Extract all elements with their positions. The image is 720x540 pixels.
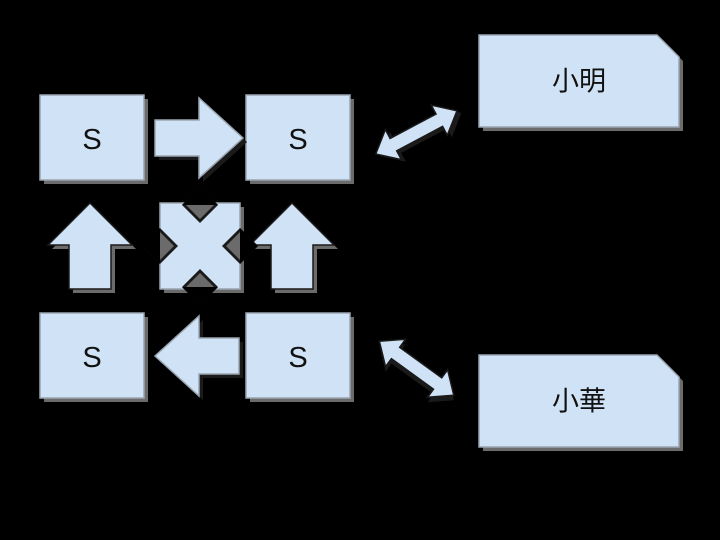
arrow-right-icon[interactable]	[154, 96, 247, 182]
four-way-carve-bottom	[182, 287, 218, 305]
state-box-body	[39, 312, 145, 399]
state-box-label: S	[288, 342, 307, 374]
arrow-body	[153, 314, 240, 398]
arrow-up-right-icon[interactable]	[248, 201, 338, 293]
note-card-xiaoming[interactable]: 小明	[478, 34, 683, 131]
state-box-bottom-left[interactable]: S	[39, 312, 148, 402]
state-box-top-right[interactable]: S	[245, 94, 354, 184]
state-box-bottom-right[interactable]: S	[245, 312, 354, 402]
state-box-body	[39, 94, 145, 181]
four-way-carve-top	[182, 187, 218, 205]
double-arrow-body	[374, 104, 458, 161]
double-arrow-body	[378, 338, 455, 399]
note-card-label: 小明	[552, 67, 606, 98]
state-box-body	[245, 312, 351, 399]
state-box-top-left[interactable]: S	[39, 94, 148, 184]
state-box-label: S	[82, 124, 101, 156]
state-box-label: S	[82, 342, 101, 374]
arrow-left-icon[interactable]	[153, 314, 243, 400]
arrow-body	[154, 96, 245, 180]
four-way-carve-right	[240, 228, 258, 264]
note-card-label: 小華	[552, 387, 606, 418]
arrow-body	[46, 201, 134, 290]
note-card-body	[478, 34, 680, 128]
arrow-double-ne-sw-icon[interactable]	[368, 94, 470, 172]
note-card-body	[478, 354, 680, 448]
state-box-body	[245, 94, 351, 181]
four-way-carve-left	[142, 228, 160, 264]
arrow-double-nw-se-icon[interactable]	[367, 327, 466, 414]
note-card-xiaohua[interactable]: 小華	[478, 354, 683, 451]
arrow-up-left-icon[interactable]	[46, 201, 136, 293]
state-box-label: S	[288, 124, 307, 156]
arrow-four-way-icon[interactable]	[142, 187, 258, 305]
